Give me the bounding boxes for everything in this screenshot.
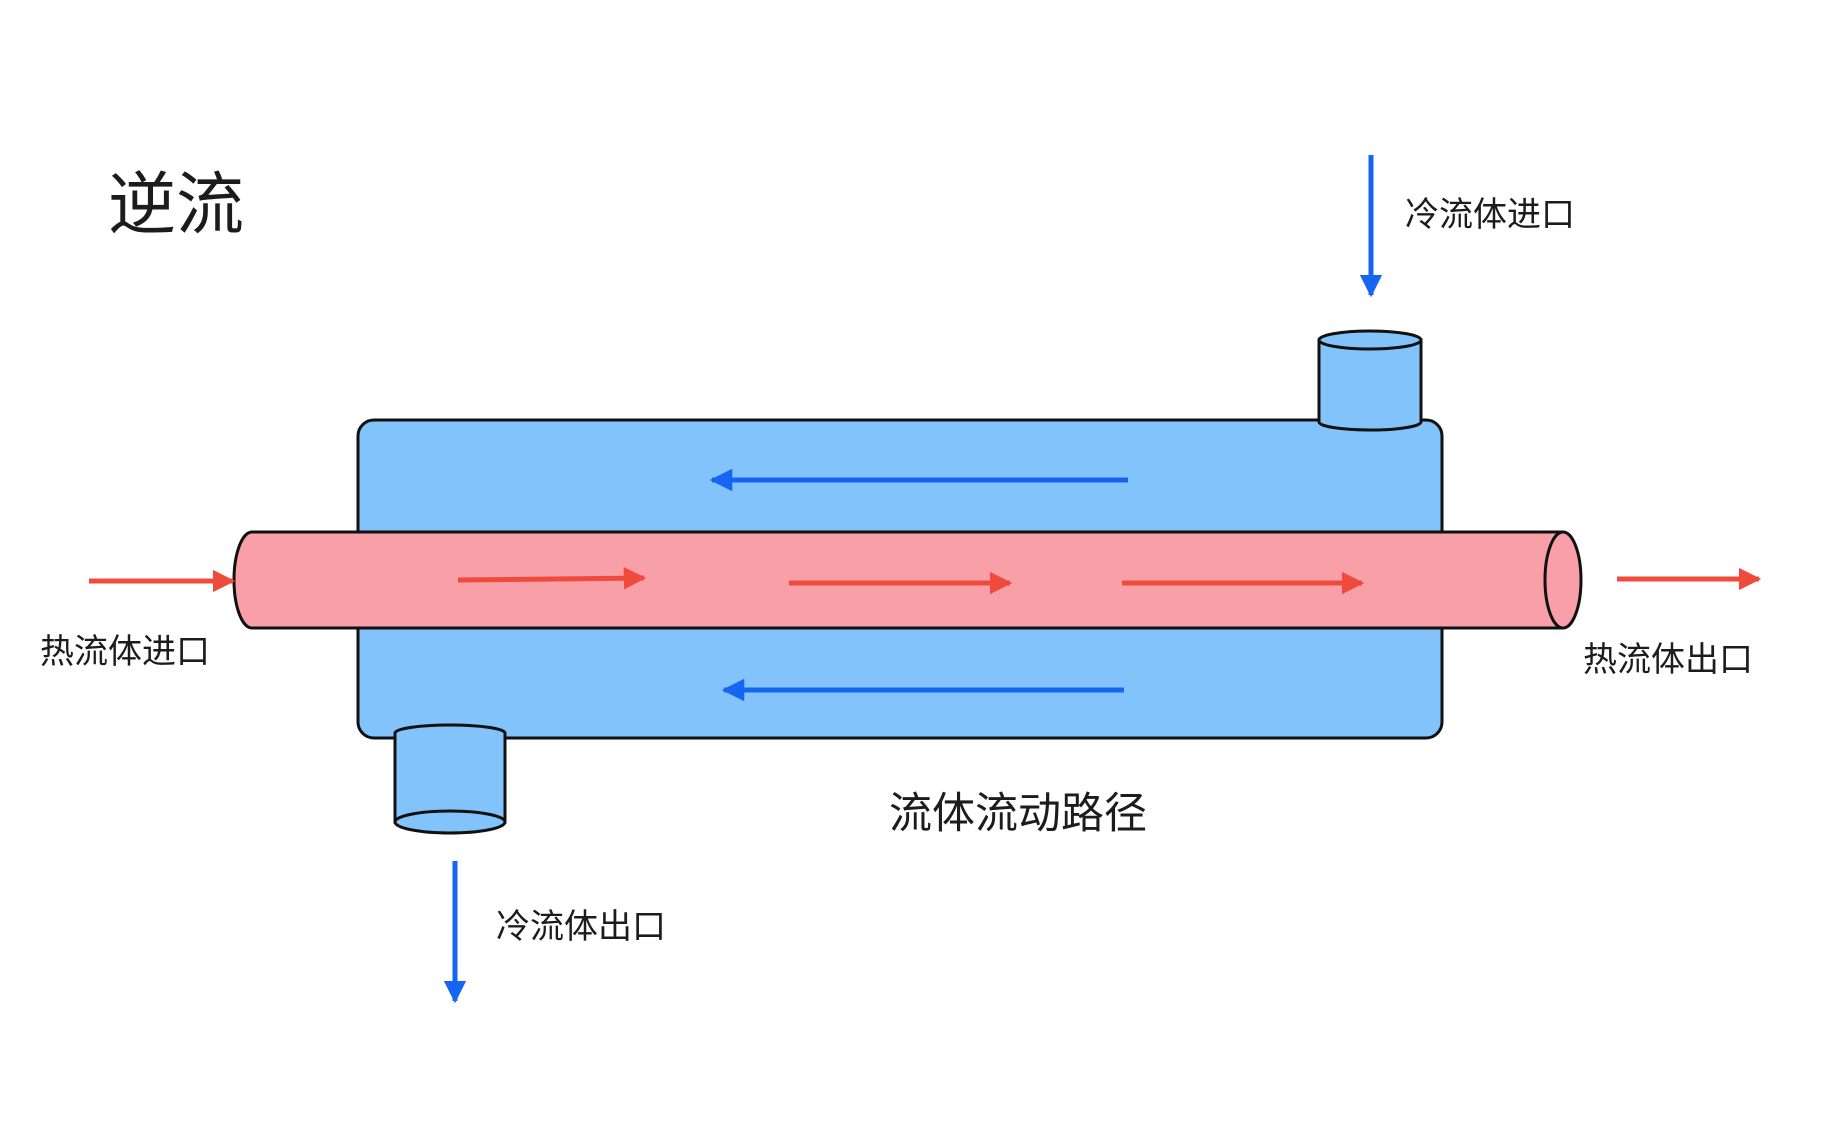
cold-inlet-label: 冷流体进口	[1405, 195, 1575, 235]
diagram-title: 逆流	[108, 166, 245, 245]
hot-outlet-label: 热流体出口	[1583, 640, 1753, 680]
cold-outlet-nozzle	[393, 723, 507, 835]
cold-inlet-nozzle	[1317, 329, 1423, 432]
cold-outlet-label: 冷流体出口	[496, 907, 666, 947]
tube-flow-arrow-1	[457, 566, 647, 590]
hot-tube	[232, 530, 1583, 630]
hot-inlet-label: 热流体进口	[40, 632, 210, 672]
flow-path-label: 流体流动路径	[889, 789, 1147, 839]
